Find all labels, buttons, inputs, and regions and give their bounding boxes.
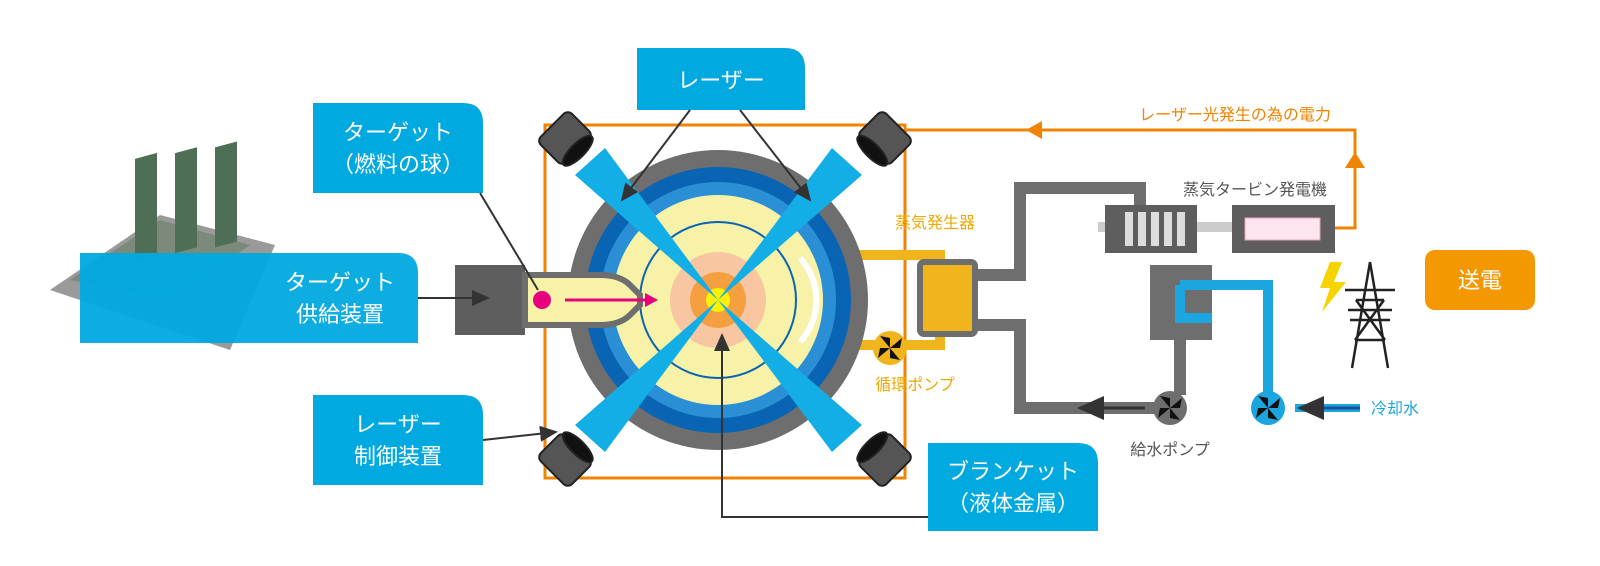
laser-emitters — [538, 111, 912, 487]
blanket-label-line1: ブランケット — [947, 460, 1079, 485]
target-label-line2: （燃料の球） — [332, 153, 464, 178]
target-supply-unit — [455, 265, 525, 335]
laser-control-label-line1: レーザー — [354, 413, 442, 438]
laser-power-line — [905, 121, 1365, 230]
blanket-label-line2: （液体金属） — [947, 492, 1079, 517]
target-supply-label-box: ターゲット 供給装置 — [80, 253, 418, 343]
steam-generator — [917, 259, 978, 337]
laser-label-box: レーザー — [637, 48, 805, 110]
laser-label: レーザー — [677, 69, 765, 94]
lightning-icon — [1320, 262, 1346, 312]
target-supply-label-line2: 供給装置 — [296, 303, 384, 328]
feed-pump-icon — [1153, 391, 1187, 425]
target-supply-label-line1: ターゲット — [285, 271, 395, 296]
target-pellet — [533, 291, 551, 309]
turbine-label: 蒸気タービン発電機 — [1183, 180, 1327, 199]
steam-generator-label: 蒸気発生器 — [895, 213, 975, 232]
feed-pump-label: 給水ポンプ — [1130, 440, 1210, 459]
circulation-pump-icon — [873, 331, 907, 365]
arrow-left-icon — [1026, 121, 1042, 139]
target-label-line1: ターゲット — [343, 121, 453, 146]
cooling-pump-icon — [1251, 391, 1285, 425]
circulation-pump-label: 循環ポンプ — [875, 375, 955, 394]
cooling-water-label: 冷却水 — [1371, 399, 1419, 418]
laser-beams — [575, 148, 862, 452]
cooling-pipe — [1180, 280, 1273, 392]
transmission-tower-icon — [1345, 261, 1395, 369]
laser-power-label: レーザー光発生の為の電力 — [1139, 105, 1331, 124]
laser-control-label-box: レーザー 制御装置 — [313, 395, 483, 485]
laser-control-label-line2: 制御装置 — [354, 445, 442, 470]
power-transmission-badge: 送電 — [1425, 250, 1535, 310]
blanket-label-box: ブランケット （液体金属） — [928, 443, 1098, 531]
power-transmission-label: 送電 — [1458, 269, 1502, 294]
arrow-up-icon — [1345, 152, 1365, 168]
steam-turbine-generator — [1098, 205, 1335, 253]
target-label-box: ターゲット （燃料の球） — [313, 103, 483, 193]
